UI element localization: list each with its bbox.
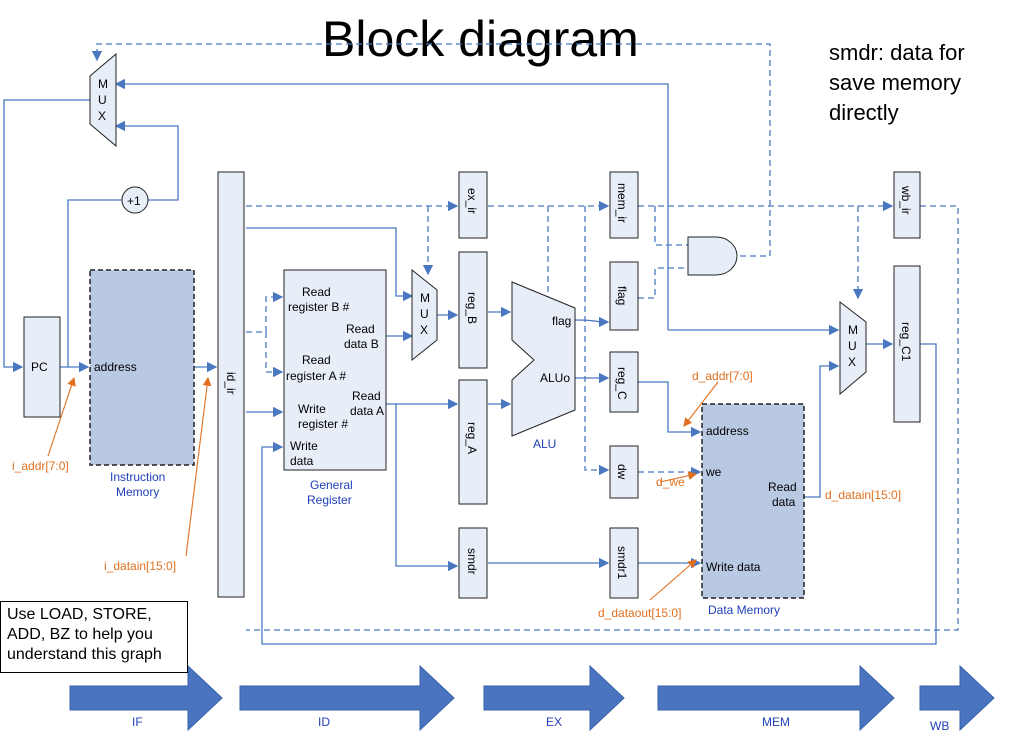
reg-a-label: reg_A (465, 422, 479, 454)
wb-mux (839, 300, 867, 396)
dw-register (609, 445, 639, 499)
pc-mux (89, 52, 117, 148)
help-box: Use LOAD, STORE, ADD, BZ to help you und… (0, 601, 188, 673)
mux3-label-u: U (848, 339, 857, 353)
reg-a-register (458, 379, 488, 505)
mux-label-u: U (98, 93, 107, 107)
ex-ir-label: ex_ir (465, 188, 479, 214)
flag-label: flag (615, 286, 629, 305)
dmem-read-2: data (772, 495, 796, 509)
mem-ir-label: mem_ir (615, 183, 629, 223)
mux2-label-m: M (420, 291, 430, 305)
alu-flag-label: flag (552, 314, 571, 328)
stage-label-if: IF (132, 715, 143, 729)
alu-label: ALU (533, 437, 556, 451)
reg-c-label: reg_C (615, 367, 629, 400)
mux2-label-x: X (420, 323, 428, 337)
mux3-label-x: X (848, 355, 856, 369)
reg-c1-register (893, 265, 921, 423)
increment-circle (121, 186, 149, 214)
gr-write-data-2: data (290, 454, 314, 468)
gr-write-reg-2: register # (298, 417, 348, 431)
ex-ir-register (458, 171, 488, 239)
gr-data-b-2: data B (344, 337, 379, 351)
d-dataout-label: d_dataout[15:0] (598, 606, 681, 620)
and-gate (687, 236, 738, 276)
stage-arrow-ex (483, 664, 625, 732)
gr-write-data-1: Write (290, 439, 318, 453)
gr-read-a-1: Read (302, 353, 331, 367)
d-datain-label: d_datain[15:0] (825, 488, 901, 502)
imem-label-1: Instruction (110, 470, 165, 484)
stage-label-id: ID (318, 715, 330, 729)
wb-ir-label: wb_ir (899, 185, 913, 215)
gr-read-b-1: Read (302, 285, 331, 299)
gr-write-reg-1: Write (298, 402, 326, 416)
gr-data-a-2: data A (350, 404, 384, 418)
id-ir-register (217, 171, 245, 598)
gr-data-b-1: Read (346, 322, 375, 336)
imem-label-2: Memory (116, 485, 159, 499)
pc-label: PC (31, 360, 48, 374)
greg-label-2: Register (307, 493, 352, 507)
instruction-memory (89, 269, 195, 466)
help-line-1: Use LOAD, STORE, (7, 606, 152, 623)
stage-arrow-mem (657, 664, 895, 732)
i-addr-label: i_addr[7:0] (12, 459, 69, 473)
stage-label-wb: WB (930, 719, 949, 733)
dw-label: dw (615, 464, 629, 480)
note-line-2: save memory (829, 70, 961, 95)
d-addr-label: d_addr[7:0] (692, 369, 753, 383)
data-memory (701, 403, 805, 599)
help-line-3: understand this graph (7, 646, 162, 663)
dmem-address-label: address (706, 424, 749, 438)
stage-arrow-wb (919, 664, 995, 732)
stage-arrow-id (239, 664, 455, 732)
dmem-we-label: we (705, 465, 722, 479)
stage-label-ex: EX (546, 715, 562, 729)
flag-register (609, 261, 639, 331)
reg-b-label: reg_B (465, 292, 479, 324)
reg-c1-label: reg_C1 (899, 322, 913, 362)
d-we-label: d_we (656, 475, 685, 489)
operand-mux (411, 268, 438, 362)
reg-c-register (609, 351, 639, 413)
mux-label-m: M (98, 77, 108, 91)
smdr-register (458, 527, 488, 599)
stage-label-mem: MEM (762, 715, 790, 729)
note-line-1: smdr: data for (829, 40, 965, 65)
mux-label-x: X (98, 109, 106, 123)
greg-label-1: General (310, 478, 353, 492)
i-datain-label: i_datain[15:0] (104, 559, 176, 573)
increment-label: +1 (127, 194, 141, 208)
gr-read-b-2: register B # (288, 300, 350, 314)
id-ir-label: id_ir (224, 372, 238, 395)
alu-out-label: ALUo (540, 371, 570, 385)
mem-ir-register (609, 171, 639, 239)
gr-data-a-1: Read (352, 389, 381, 403)
pc-register (23, 316, 61, 418)
smdr1-label: smdr1 (615, 546, 629, 580)
dmem-label: Data Memory (708, 603, 780, 617)
wb-ir-register (893, 171, 921, 239)
reg-b-register (458, 251, 488, 369)
alu (511, 281, 576, 437)
gr-read-a-2: register A # (286, 369, 346, 383)
smdr1-register (609, 527, 639, 599)
imem-address-label: address (94, 360, 137, 374)
mux2-label-u: U (420, 307, 429, 321)
help-line-2: ADD, BZ to help you (7, 626, 153, 643)
smdr-label: smdr (465, 548, 479, 575)
stage-arrow-if (69, 664, 223, 732)
general-register (283, 269, 387, 471)
dmem-read-1: Read (768, 480, 797, 494)
mux3-label-m: M (848, 323, 858, 337)
diagram-title: Block diagram (322, 11, 639, 67)
note-line-3: directly (829, 100, 899, 125)
dmem-write-label: Write data (706, 560, 761, 574)
